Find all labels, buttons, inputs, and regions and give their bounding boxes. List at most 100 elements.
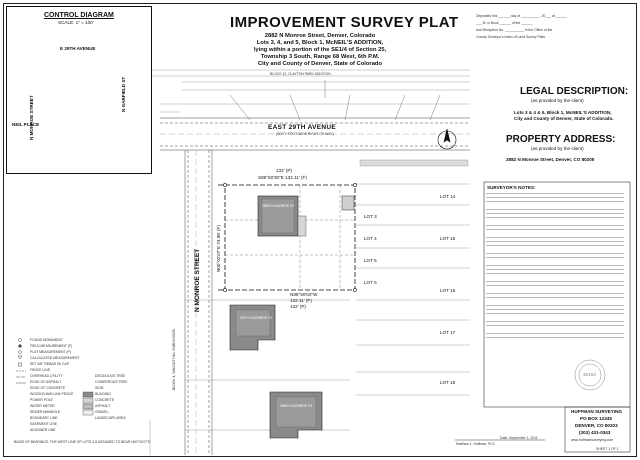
legend-item: CONCRETE (95, 398, 115, 402)
top-block-label: BLOCK 12, CLAYTON PARK ADDITION (270, 72, 331, 76)
note-text (486, 333, 624, 334)
subtitle-line-2: Lots 3, 4, and 5, Block 1, McNEIL'S ADDI… (256, 40, 384, 46)
notes-heading: SURVEYOR'S NOTES: (487, 185, 536, 190)
lot-label: LOT 6 (364, 280, 377, 285)
page-title: IMPROVEMENT SURVEY PLAT (230, 14, 459, 31)
street-monroe-label: N MONROE STREET (194, 248, 201, 312)
subtitle-line-1: 2882 N Monroe Street, Denver, Colorado (264, 33, 376, 39)
recording-line-4: County Surveyor's Index of Land Survey P… (476, 35, 546, 39)
legend-footer: BASIS OF BEARINGS: THE WEST LINE OF LOTS… (14, 440, 151, 444)
legend-item: BOUNDARY LINE (30, 416, 58, 420)
legend-item: DECIDUOUS TREE (95, 374, 126, 378)
main-building (257, 195, 307, 237)
legend-item: LANDSCAPE AREA (95, 416, 126, 420)
building-label: 2882 N MONROE ST (262, 204, 295, 208)
legend-item: SET 5/8" REBAR W/ CAP (30, 362, 70, 366)
subtitle-line-4: Township 3 South, Range 68 West, 6th P.M… (260, 54, 380, 60)
note-text (486, 305, 624, 306)
neighbor-2-label: 2866 N MONROE ST (280, 404, 313, 408)
garage (341, 195, 355, 211)
lot-label: LOT 16 (440, 288, 456, 293)
neighbor-buildings (229, 304, 323, 439)
recording-line-3: and Reception No. __________ in the Offi… (476, 28, 553, 32)
note-text (486, 245, 624, 246)
block-left-label: BLOCK 4, WALNUT HILL SUBDIVISION (172, 328, 176, 390)
legend-item: CALCULATED MEASUREMENT (30, 356, 80, 360)
note-text (486, 269, 624, 270)
neighbor-1-label: 2872 N MONROE ST (240, 316, 273, 320)
legend-item: EDGE OF CONCRETE (30, 386, 66, 390)
control-diagram (6, 6, 152, 174)
legend-item: BUILDING (95, 392, 112, 396)
note-text (486, 337, 624, 338)
legend-item: EASEMENT LINE (30, 422, 58, 426)
note-text (486, 273, 624, 274)
lot-label: LOT 5 (364, 258, 377, 263)
legend-symbols (16, 338, 26, 384)
company-name: HUFFMAN SURVEYING (571, 409, 622, 414)
legend-item: POWER POLE (30, 398, 53, 402)
lot-label: LOT 18 (440, 380, 456, 385)
property-heading: PROPERTY ADDRESS: (506, 134, 616, 145)
legend-item: FIELD MEASUREMENT (F) (30, 344, 73, 348)
subtitle-line-3: lying within a portion of the SE1/4 of S… (253, 47, 387, 53)
note-text (486, 293, 624, 294)
note-text (486, 281, 624, 282)
cd-street-bottom: NEIL PLACE (12, 122, 40, 127)
property-address: 2882 N Monroe Street, Denver, CO 80205 (506, 157, 595, 162)
note-text (486, 237, 624, 238)
recording-line-1: Deposited this ______ day of __________,… (476, 14, 568, 18)
legend-swatches (82, 391, 94, 416)
legal-note: (as provided by the client) (531, 98, 584, 103)
street-monroe (184, 150, 213, 455)
control-diagram-title: CONTROL DIAGRAM (44, 12, 114, 19)
legal-heading: LEGAL DESCRIPTION: (520, 86, 629, 97)
legend-item: EDGE OF ASPHALT (30, 380, 62, 384)
legend-item: WOOD/CHAIN LINK FENCE (30, 392, 74, 396)
legend-item: OVERHEAD UTILITY (30, 374, 63, 378)
legend-item: GRAVEL (95, 410, 109, 414)
signature-label: Matthew L. Huffman, PLS (456, 442, 495, 446)
legend-item: CONIFEROUS TREE (95, 380, 128, 384)
note-text (486, 193, 624, 194)
note-text (486, 213, 624, 214)
note-text (486, 297, 624, 298)
distance-bottom-plat: 132' (P) (290, 304, 306, 309)
property-note: (as provided by the client) (531, 146, 584, 151)
note-text (486, 197, 624, 198)
cd-street-top: E 29TH AVENUE (60, 46, 96, 51)
seal-number: 38163 (583, 372, 596, 377)
note-text (486, 265, 624, 266)
surveyor-seal (574, 359, 606, 391)
note-text (486, 241, 624, 242)
control-diagram-scale: SCALE: 1" = 100' (58, 20, 94, 25)
lot-label: LOT 3 (364, 214, 377, 219)
distance-bottom: 132.11' (F) (290, 298, 312, 303)
legend-item: ASPHALT (95, 404, 111, 408)
monuments (223, 183, 357, 292)
legal-text-2: City and County of Denver, State of Colo… (514, 116, 614, 121)
bearing-left: N00°02'07"E 74.98' (F) (216, 225, 221, 272)
bearing-top: S89°50'30"E 132.11' (F) (258, 175, 307, 180)
note-text (486, 325, 624, 326)
lot-label: LOT 4 (364, 236, 377, 241)
plat-sheet (3, 3, 637, 457)
company-web: www.huffmansurveying.com (571, 438, 614, 442)
legend-item: FOUND MONUMENT (30, 338, 63, 342)
north-arrow (437, 128, 457, 150)
note-text (486, 321, 624, 322)
cd-street-right: N GARFIELD ST (121, 76, 126, 112)
bearing-bottom: N89°50'04"W (290, 292, 318, 297)
recording-line-2: ___ M. in Book ______ of the ______ (476, 21, 533, 25)
lot-label: LOT 15 (440, 236, 456, 241)
subtitle-line-5: City and County of Denver, State of Colo… (258, 61, 382, 67)
lot-label: LOT 17 (440, 330, 456, 335)
street-29th-sub: (SIXTY FOOT WIDE RIGHT-OF-WAY) (276, 132, 334, 136)
cd-street-left: N MONROE STREET (29, 95, 34, 140)
note-text (486, 225, 624, 226)
legal-text-1: Lots 3 & 4 & 5, Block 1, McNEIL'S ADDITI… (514, 110, 612, 115)
note-text (486, 217, 624, 218)
title-block-frame (564, 406, 631, 453)
note-text (486, 313, 624, 314)
